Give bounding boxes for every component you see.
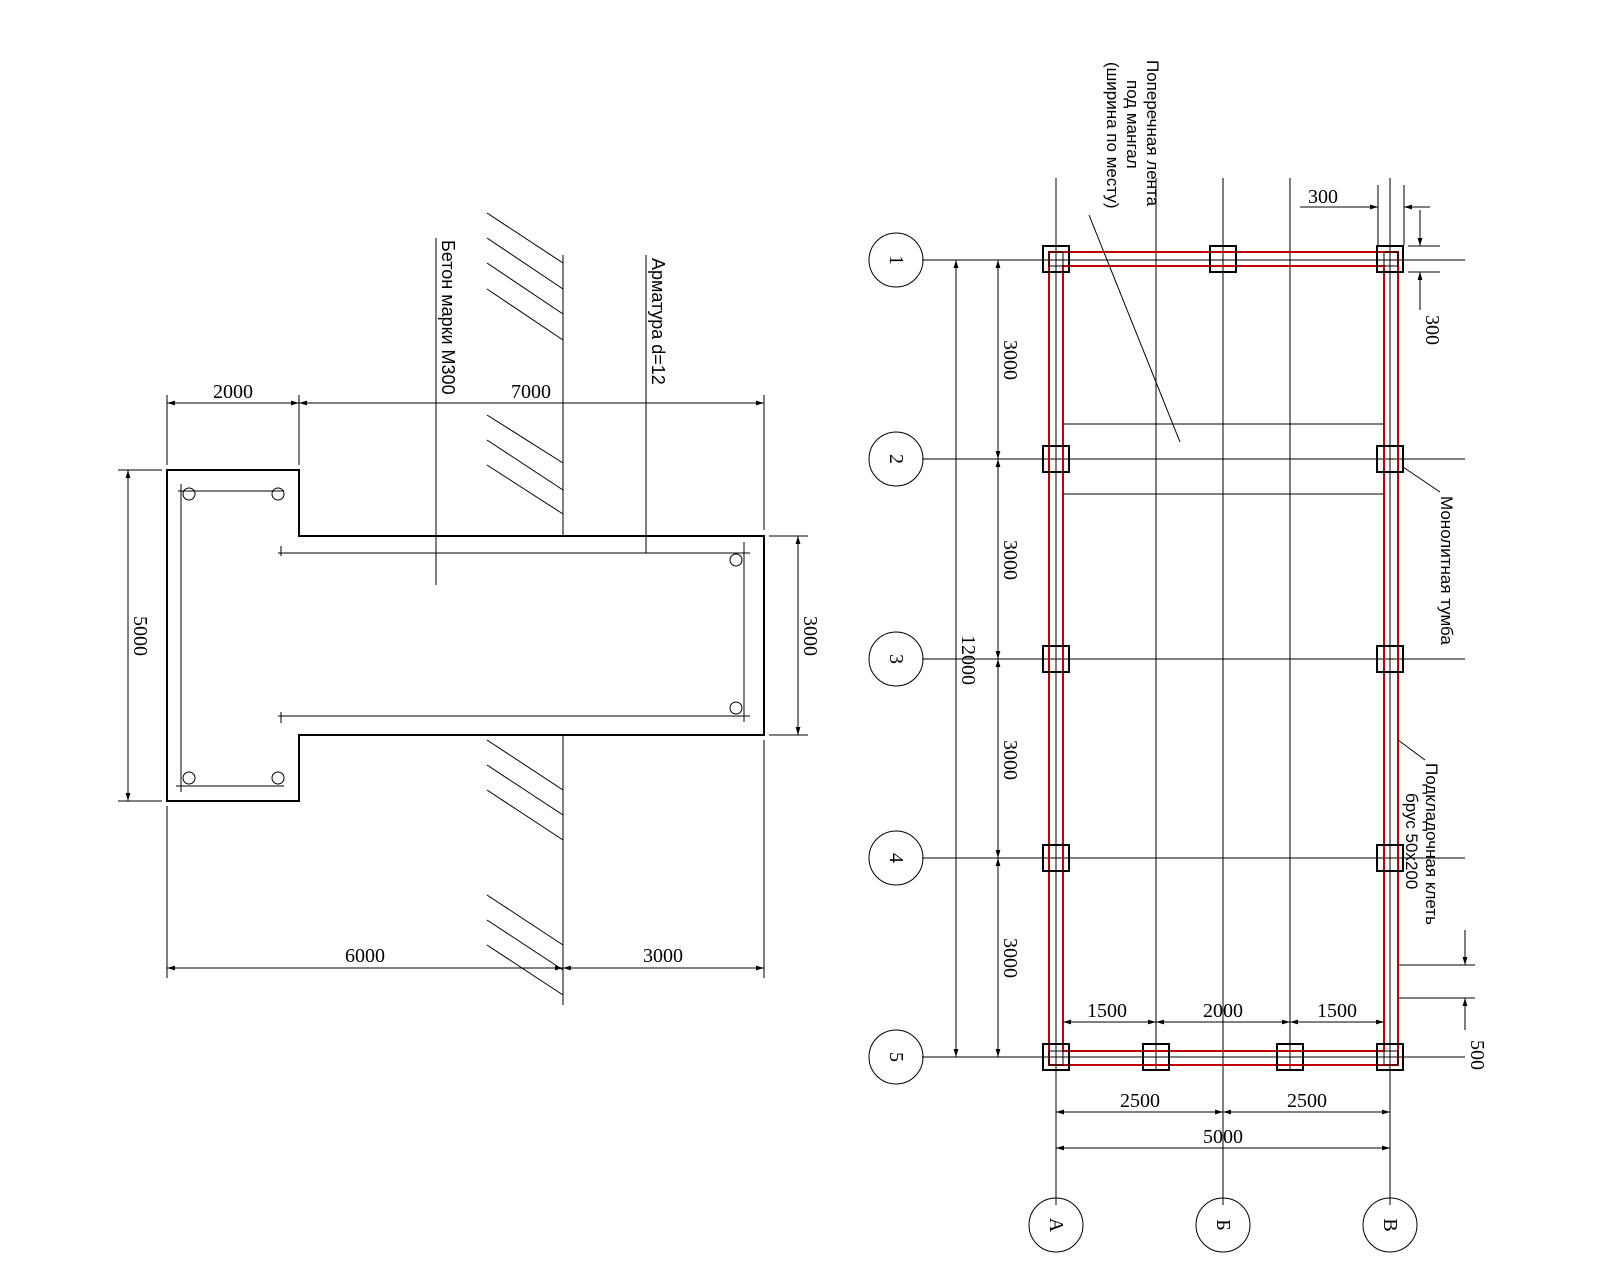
label-cage: Подкладочная клеть [1422, 763, 1441, 925]
total-row-dim: 12000 [957, 635, 979, 685]
rebar-dot [729, 701, 743, 715]
rebar-dot [271, 487, 285, 501]
label-rebar: Арматура d=12 [648, 258, 668, 385]
leader-line [1402, 466, 1441, 493]
beam-inner [1062, 265, 1385, 1052]
dim-top-left: 2000 [213, 381, 253, 403]
row-axis-bubbles: 1 2 3 4 5 [868, 232, 924, 1085]
col-axes [1055, 178, 1391, 1205]
rebar-dot [182, 487, 196, 501]
leader-line [1088, 214, 1181, 443]
pillar-small [1383, 1050, 1399, 1066]
dim-bottom-left: 6000 [345, 945, 385, 967]
pillar-small [1383, 251, 1399, 267]
pillar-small [1048, 251, 1064, 267]
col-axis-label: В [1379, 1218, 1401, 1231]
dim-300-top: 300 [1308, 186, 1338, 208]
inner-dim: 1500 [1317, 1000, 1357, 1022]
dim-bottom-right: 3000 [643, 945, 683, 967]
rebar-dot [271, 771, 285, 785]
rebar-dot [729, 553, 743, 567]
label-concrete: Бетон марки М300 [438, 240, 458, 395]
row-axis-label: 5 [885, 1052, 907, 1062]
pillar-small [1048, 1050, 1064, 1066]
row-dim: 3000 [999, 740, 1021, 780]
label-pillar: Монолитная тумба [1437, 496, 1456, 645]
cross-tape [1063, 423, 1384, 495]
concrete-outline [166, 469, 765, 802]
plan-view: 1 2 3 4 5 А Б В 3000 3000 3000 3000 1200… [868, 60, 1488, 1253]
dim-top-right: 7000 [511, 381, 551, 403]
beam-outer [1048, 251, 1399, 1066]
dim-500: 500 [1466, 1040, 1488, 1070]
pillars [1042, 245, 1404, 1071]
row-axes [922, 259, 1465, 1058]
rebar-dot [182, 771, 196, 785]
section-view: Бетон марки М300 Арматура d=12 2000 7000… [118, 212, 821, 1005]
col-axis-label: Б [1212, 1219, 1234, 1230]
row-axis-label: 2 [885, 454, 907, 464]
label-cross-tape: Поперечная лента [1143, 60, 1162, 207]
dim-left: 5000 [129, 616, 151, 656]
label-cross-tape: (ширина по месту) [1103, 62, 1122, 208]
label-cage: брус 50х200 [1402, 793, 1421, 889]
leader-line [1397, 739, 1426, 761]
row-dim: 3000 [999, 540, 1021, 580]
dim-right: 3000 [799, 616, 821, 656]
col-dim: 2500 [1287, 1090, 1327, 1112]
rebar-outline [176, 484, 750, 792]
row-axis-label: 3 [885, 654, 907, 664]
inner-dim: 2000 [1203, 1000, 1243, 1022]
inner-dim: 1500 [1087, 1000, 1127, 1022]
total-col-dim: 5000 [1203, 1126, 1243, 1148]
dim-300-side: 300 [1421, 315, 1443, 345]
col-axis-bubbles: А Б В [1028, 1197, 1418, 1253]
row-dim: 3000 [999, 938, 1021, 978]
label-cross-tape: под мангал [1123, 80, 1142, 169]
row-dim: 3000 [999, 340, 1021, 380]
ground-hatch [486, 212, 564, 996]
col-axis-label: А [1045, 1218, 1067, 1233]
row-axis-label: 1 [885, 255, 907, 265]
col-dim: 2500 [1120, 1090, 1160, 1112]
row-axis-label: 4 [885, 853, 907, 863]
